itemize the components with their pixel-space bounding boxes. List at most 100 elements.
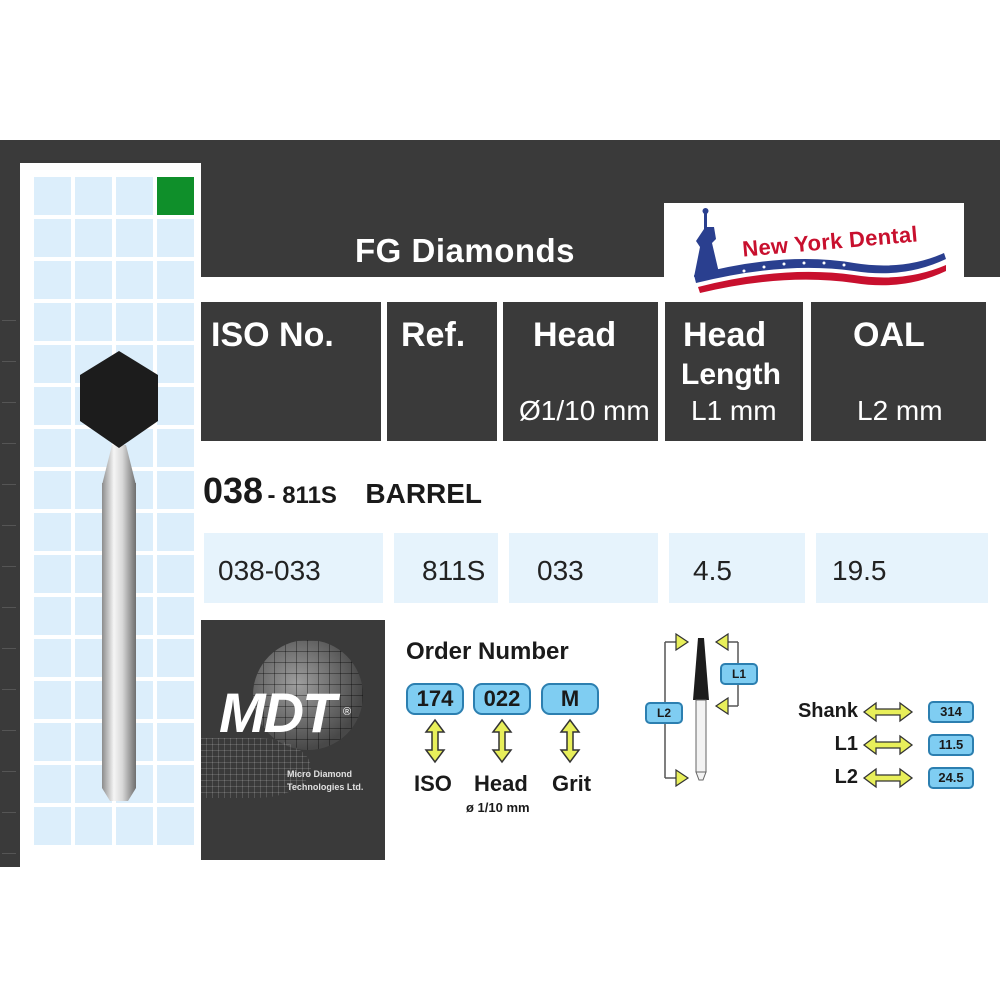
- order-iso-label: ISO: [414, 771, 452, 796]
- mdt-logo-text: MDT: [219, 681, 336, 744]
- grid-cell: [34, 303, 71, 341]
- grid-cell: [34, 723, 71, 761]
- header-ref-label: Ref.: [401, 316, 466, 354]
- l1-bottom-arrow-icon: [714, 696, 729, 716]
- mdt-company-line2: Technologies Ltd.: [287, 782, 364, 792]
- spec-l1-label: L1: [834, 733, 858, 755]
- grid-cell: [34, 639, 71, 677]
- brand-logo: New York Dental: [664, 203, 964, 298]
- order-head-double-arrow-icon: [491, 718, 513, 764]
- globe-icon: [253, 640, 363, 750]
- grid-cell: [75, 807, 112, 845]
- mdt-company-line1: Micro Diamond: [287, 769, 353, 779]
- spec-l1-double-arrow-icon: [862, 734, 914, 756]
- row-head: 033: [509, 533, 658, 603]
- header-head-length: Head Length L1 mm: [665, 302, 803, 441]
- grid-cell: [157, 513, 194, 551]
- l2-bottom-arrow-icon: [675, 768, 690, 788]
- grid-cell: [157, 387, 194, 425]
- bur-shank: [102, 483, 136, 788]
- order-arrows: [424, 718, 581, 764]
- header-iso-label: ISO No.: [211, 316, 334, 354]
- header-head-length-unit: L1 mm: [691, 395, 777, 426]
- header-iso-no: ISO No.: [201, 302, 381, 441]
- l1-top-arrow-icon: [714, 632, 729, 652]
- order-grit-double-arrow-icon: [559, 718, 581, 764]
- grid-cell: [157, 555, 194, 593]
- order-grit-code: M: [541, 683, 599, 715]
- grid-cell: [75, 219, 112, 257]
- grit-color-indicator: [157, 177, 194, 215]
- bur-illustration: [80, 351, 158, 801]
- bur-image-panel: [20, 163, 201, 853]
- grid-cell: [75, 303, 112, 341]
- header-head: Head Ø1/10 mm: [503, 302, 658, 441]
- header-head-label: Head: [533, 316, 617, 354]
- grid-cell: [157, 303, 194, 341]
- diagram-l2-label: L2: [645, 702, 683, 724]
- grid-cell: [157, 807, 194, 845]
- header-head-length-label-1: Head: [683, 316, 767, 354]
- spec-l2-value: 24.5: [928, 767, 974, 789]
- row-head-length: 4.5: [669, 533, 805, 603]
- row-oal: 19.5: [816, 533, 988, 603]
- diagram-l1-label: L1: [720, 663, 758, 685]
- page-title: FG Diamonds: [355, 232, 576, 269]
- grid-cell: [34, 513, 71, 551]
- statue-of-liberty-icon: [694, 213, 720, 277]
- order-number-title: Order Number: [406, 638, 569, 665]
- grid-cell: [157, 261, 194, 299]
- header-head-unit: Ø1/10 mm: [519, 395, 650, 426]
- grid-cell: [116, 219, 153, 257]
- bur-neck: [102, 445, 136, 485]
- grid-cell: [34, 219, 71, 257]
- row-iso: 038-033: [204, 533, 383, 603]
- mdt-company-name: Micro Diamond Technologies Ltd.: [287, 768, 363, 794]
- order-head-code: 022: [473, 683, 531, 715]
- bur-head: [80, 351, 158, 448]
- row-ref: 811S: [394, 533, 498, 603]
- spec-shank-double-arrow-icon: [862, 701, 914, 723]
- grid-cell: [34, 807, 71, 845]
- order-iso-double-arrow-icon: [424, 718, 446, 764]
- grid-cell: [34, 387, 71, 425]
- header-oal-label: OAL: [853, 316, 925, 354]
- order-grit-label: Grit: [552, 771, 592, 796]
- grid-cell: [157, 345, 194, 383]
- spec-shank-label: Shank: [797, 700, 858, 722]
- order-head-label: Head: [474, 771, 528, 796]
- grid-cell: [34, 555, 71, 593]
- left-strip-ruler: [2, 280, 16, 860]
- grid-cell: [75, 177, 112, 215]
- header-oal-unit: L2 mm: [857, 395, 943, 426]
- grid-cell: [34, 597, 71, 635]
- grid-cell: [157, 765, 194, 803]
- spec-l2-label: L2: [834, 766, 858, 788]
- spec-arrows: [862, 701, 914, 789]
- grid-cell: [116, 807, 153, 845]
- spec-l2-double-arrow-icon: [862, 767, 914, 789]
- product-code-line: 038 - 811S BARREL: [203, 470, 482, 512]
- grid-cell: [34, 471, 71, 509]
- diagram-bur-head: [693, 638, 709, 700]
- grid-cell: [34, 261, 71, 299]
- grid-cell: [34, 345, 71, 383]
- grid-cell: [157, 597, 194, 635]
- spec-shank-value: 314: [928, 701, 974, 723]
- grid-cell: [34, 681, 71, 719]
- grid-cell: [157, 471, 194, 509]
- spec-l1-value: 11.5: [928, 734, 974, 756]
- grid-cell: [157, 723, 194, 761]
- grid-cell: [157, 639, 194, 677]
- order-iso-code: 174: [406, 683, 464, 715]
- mesh-graphic: [201, 738, 311, 798]
- bur-shank-end: [102, 788, 136, 801]
- product-ref: - 811S: [267, 482, 337, 509]
- header-ref: Ref.: [387, 302, 497, 441]
- order-head-unit: ø 1/10 mm: [466, 800, 530, 815]
- brand-flag-graphic: [694, 208, 946, 293]
- header-head-length-label-2: Length: [681, 358, 781, 391]
- l2-top-arrow-icon: [675, 632, 690, 652]
- mdt-logo-box: MDT ® Micro Diamond Technologies Ltd.: [201, 620, 385, 860]
- grid-cell: [116, 303, 153, 341]
